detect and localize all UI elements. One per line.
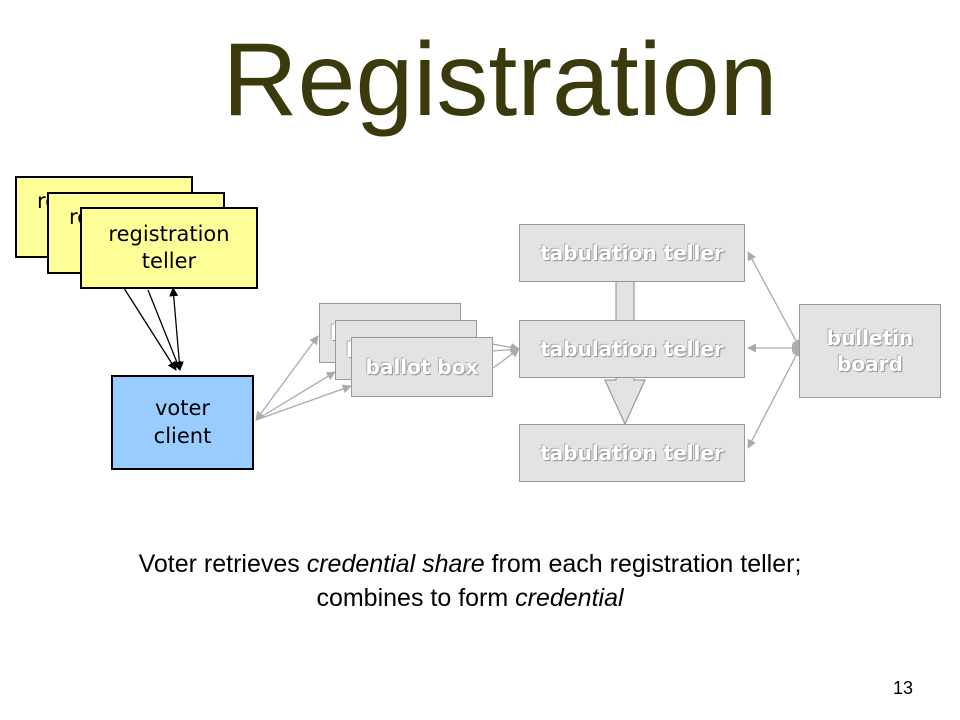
- arrow-reg-middle-to-voter: [147, 289, 182, 371]
- caption-line1-emphasis: credential share: [306, 550, 485, 578]
- voter-client-label-line1: voter: [154, 396, 211, 421]
- tabulation-teller-bottom-label: tabulation teller: [540, 441, 724, 465]
- ballot-box-front: ballot box: [351, 337, 493, 397]
- tabulation-teller-bottom: tabulation teller: [519, 424, 745, 482]
- bulletin-board-label-line1: bulletin: [826, 326, 914, 350]
- arrow-tab-bottom-bulletin: [747, 347, 801, 449]
- registration-teller-label-line2: teller: [141, 249, 197, 273]
- tabulation-teller-top-label: tabulation teller: [540, 241, 724, 265]
- tabulation-teller-middle: tabulation teller: [519, 320, 745, 378]
- arrow-voter-reg-front: [169, 287, 184, 371]
- caption-line1-text-a: Voter retrieves: [138, 550, 307, 578]
- arrow-tab-top-bulletin: [747, 251, 801, 349]
- caption-line2-text: combines to form: [316, 583, 516, 612]
- arrow-ballot-front-to-tab: [492, 348, 520, 369]
- voter-client-label-line2: client: [153, 423, 212, 448]
- caption-line-1: Voter retrieves credential share from ea…: [0, 548, 940, 582]
- arrow-voter-ballot-front: [255, 384, 352, 421]
- bulletin-board-label-line2: board: [837, 352, 903, 376]
- tabulation-teller-top: tabulation teller: [519, 224, 745, 282]
- caption-line2-emphasis: credential: [515, 583, 624, 612]
- page-number: 13: [892, 678, 913, 698]
- slide-title: Registration: [222, 22, 778, 138]
- arrow-reg-back-to-voter: [121, 284, 177, 371]
- ballot-box-label: ballot box: [365, 355, 479, 379]
- arrow-voter-ballot-back: [255, 335, 319, 421]
- slide-caption: Voter retrieves credential share from ea…: [0, 548, 940, 616]
- tabulation-teller-middle-label: tabulation teller: [540, 337, 724, 361]
- bulletin-board: bulletin board: [799, 304, 941, 398]
- voter-client: voter client: [111, 375, 254, 470]
- arrow-voter-ballot-middle: [255, 371, 336, 421]
- caption-line1-text-b: from each registration teller;: [484, 550, 802, 578]
- caption-line-2: combines to form credential: [0, 582, 940, 616]
- registration-teller-front: registration teller: [80, 207, 258, 289]
- registration-teller-label-line1: registration: [108, 221, 230, 246]
